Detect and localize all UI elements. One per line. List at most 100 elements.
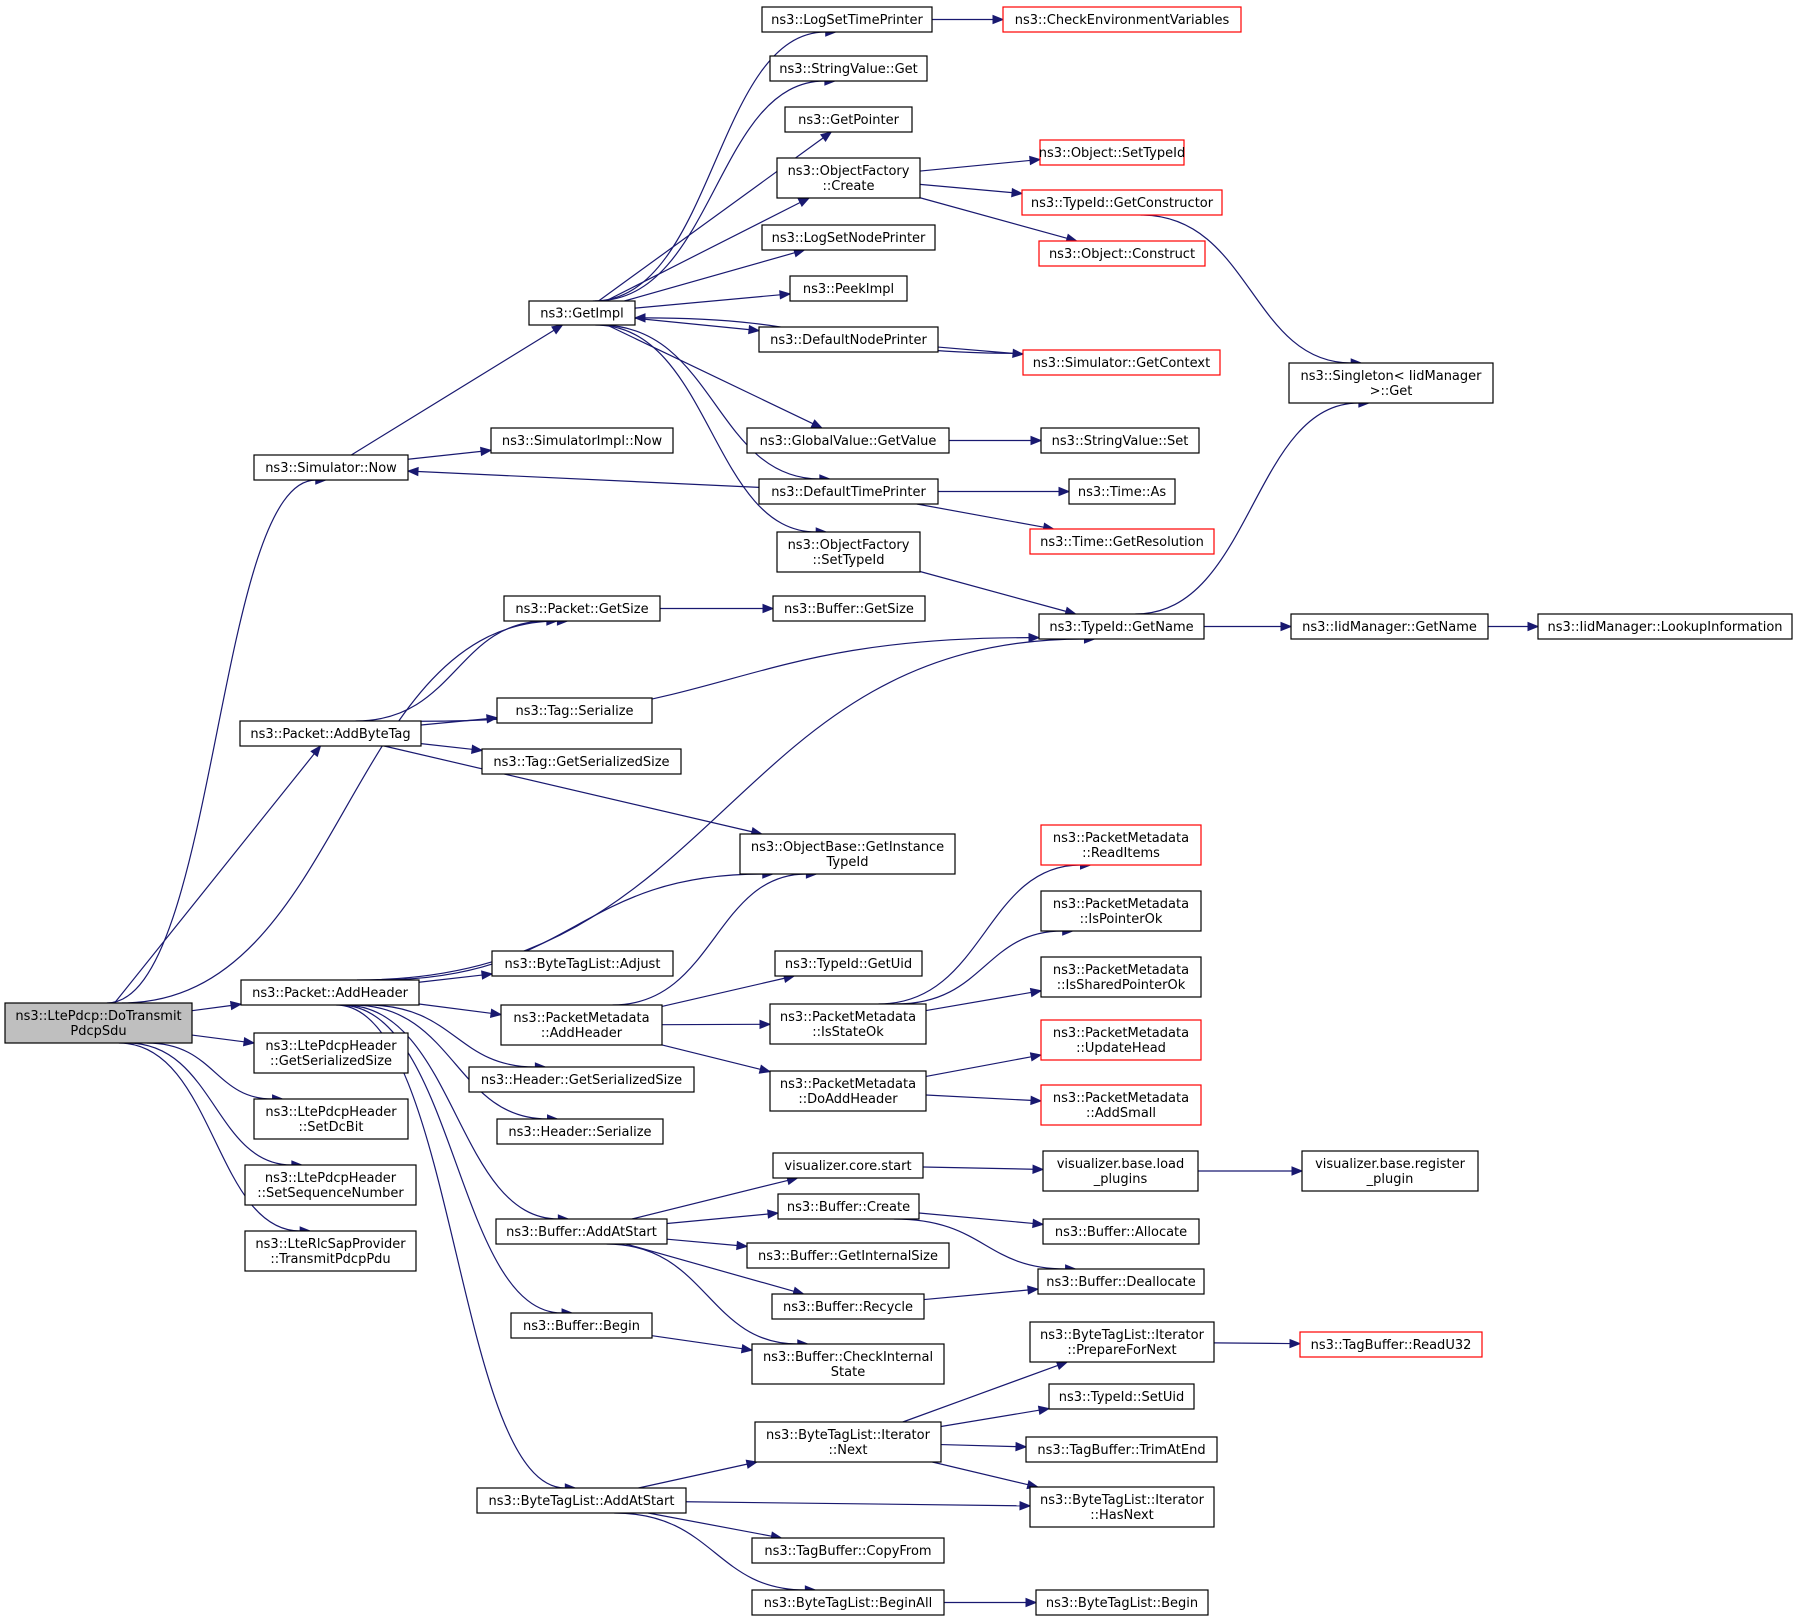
node-defnodeprinter[interactable]: ns3::DefaultNodePrinter <box>758 326 939 353</box>
node-logsetnode[interactable]: ns3::LogSetNodePrinter <box>761 224 936 251</box>
node-objsettypeid[interactable]: ns3::Object::SetTypeId <box>1039 139 1185 166</box>
node-label: ::HasNext <box>1090 1508 1154 1523</box>
node-iidgetname[interactable]: ns3::IidManager::GetName <box>1290 613 1489 640</box>
node-getimpl[interactable]: ns3::GetImpl <box>528 300 636 326</box>
node-simimplnow[interactable]: ns3::SimulatorImpl::Now <box>490 427 674 454</box>
node-gvgetvalue[interactable]: ns3::GlobalValue::GetValue <box>746 427 950 454</box>
edge-pmaddheader-to-typeidgetuid <box>661 973 796 1008</box>
node-pdcpsetdcbit[interactable]: ns3::LtePdcpHeader::SetDcBit <box>253 1098 409 1140</box>
node-bufgetsize[interactable]: ns3::Buffer::GetSize <box>772 595 926 622</box>
node-label: ns3::DefaultTimePrinter <box>771 485 926 500</box>
edge-typeidgetctor-to-singleton <box>1140 214 1363 368</box>
node-pmaddsmall[interactable]: ns3::PacketMetadata::AddSmall <box>1040 1084 1202 1126</box>
arrowhead-icon <box>1011 187 1024 198</box>
node-iidlookup[interactable]: ns3::IidManager::LookupInformation <box>1537 613 1793 640</box>
arrowhead-icon <box>736 1240 749 1251</box>
node-pmispointerok[interactable]: ns3::PacketMetadata::IsPointerOk <box>1040 890 1202 932</box>
node-btlbegin[interactable]: ns3::ByteTagList::Begin <box>1035 1589 1209 1616</box>
node-visbasereg[interactable]: visualizer.base.register_plugin <box>1301 1150 1479 1192</box>
node-btladjust[interactable]: ns3::ByteTagList::Adjust <box>491 950 674 977</box>
node-tagbuftrim[interactable]: ns3::TagBuffer::TrimAtEnd <box>1025 1436 1218 1463</box>
node-strvalset[interactable]: ns3::StringValue::Set <box>1040 427 1200 454</box>
node-typeidgetuid[interactable]: ns3::TypeId::GetUid <box>774 950 923 977</box>
node-btlbeginall[interactable]: ns3::ByteTagList::BeginAll <box>751 1589 945 1616</box>
node-timegetres[interactable]: ns3::Time::GetResolution <box>1029 528 1215 555</box>
node-bufaddatstart[interactable]: ns3::Buffer::AddAtStart <box>495 1218 668 1245</box>
node-tagbufcopy[interactable]: ns3::TagBuffer::CopyFrom <box>751 1537 945 1564</box>
node-pmisstateok[interactable]: ns3::PacketMetadata::IsStateOk <box>769 1003 927 1045</box>
node-checkenv[interactable]: ns3::CheckEnvironmentVariables <box>1002 6 1242 33</box>
edge-line <box>878 864 1081 1005</box>
node-label: ns3::IidManager::GetName <box>1302 620 1477 635</box>
node-simgetcontext[interactable]: ns3::Simulator::GetContext <box>1022 349 1221 376</box>
node-taggetsersize[interactable]: ns3::Tag::GetSerializedSize <box>481 748 682 775</box>
node-pdcpgetsersize[interactable]: ns3::LtePdcpHeader::GetSerializedSize <box>253 1032 409 1074</box>
node-btlitnext[interactable]: ns3::ByteTagList::Iterator::Next <box>754 1421 942 1463</box>
node-pmaddheader[interactable]: ns3::PacketMetadata::AddHeader <box>500 1004 663 1046</box>
node-deftimeprinter[interactable]: ns3::DefaultTimePrinter <box>758 478 939 505</box>
node-peekimpl[interactable]: ns3::PeekImpl <box>789 275 908 302</box>
node-label: ns3::TypeId::SetUid <box>1059 1390 1184 1405</box>
node-pdcpsetseq[interactable]: ns3::LtePdcpHeader::SetSequenceNumber <box>244 1164 417 1206</box>
node-label: ::Next <box>828 1443 867 1458</box>
node-singleton[interactable]: ns3::Singleton< IidManager>::Get <box>1288 362 1494 404</box>
node-box <box>244 1230 417 1272</box>
node-label: ns3::DefaultNodePrinter <box>770 333 927 348</box>
node-bufallocate[interactable]: ns3::Buffer::Allocate <box>1042 1218 1200 1245</box>
node-rlctransmit[interactable]: ns3::LteRlcSapProvider::TransmitPdcpPdu <box>244 1230 417 1272</box>
node-getpointer[interactable]: ns3::GetPointer <box>784 106 913 133</box>
edge-line <box>418 1003 492 1014</box>
edge-btladdatstart-to-btlitnext <box>638 1459 759 1489</box>
node-btladdatstart[interactable]: ns3::ByteTagList::AddAtStart <box>476 1487 687 1514</box>
node-typeidgetname[interactable]: ns3::TypeId::GetName <box>1038 613 1205 640</box>
node-bufrecycle[interactable]: ns3::Buffer::Recycle <box>771 1293 925 1320</box>
node-simnow[interactable]: ns3::Simulator::Now <box>253 454 409 481</box>
node-tagbufread[interactable]: ns3::TagBuffer::ReadU32 <box>1299 1331 1483 1358</box>
node-pktgetsize[interactable]: ns3::Packet::GetSize <box>503 595 661 622</box>
node-logsettime[interactable]: ns3::LogSetTimePrinter <box>761 6 933 33</box>
node-label: ns3::Buffer::GetInternalSize <box>758 1249 938 1264</box>
node-pmissharedptr[interactable]: ns3::PacketMetadata::IsSharedPointerOk <box>1040 956 1202 998</box>
node-bufcreate[interactable]: ns3::Buffer::Create <box>777 1193 920 1220</box>
arrowhead-icon <box>810 419 824 429</box>
edge-line <box>940 1443 1017 1448</box>
node-label: PdcpSdu <box>70 1024 126 1039</box>
node-label: ns3::ByteTagList::BeginAll <box>764 1596 932 1611</box>
node-objconstruct[interactable]: ns3::Object::Construct <box>1038 240 1206 267</box>
node-bufdeallocate[interactable]: ns3::Buffer::Deallocate <box>1037 1268 1205 1295</box>
edge-line <box>893 1218 1066 1270</box>
arrowhead-icon <box>1280 621 1293 632</box>
node-pktaddbytetag[interactable]: ns3::Packet::AddByteTag <box>239 720 422 747</box>
edge-deftimeprinter-to-timegetres <box>916 503 1055 532</box>
node-timeas[interactable]: ns3::Time::As <box>1068 478 1176 505</box>
node-label: ns3::Simulator::GetContext <box>1033 356 1210 371</box>
node-hdrgetsersize[interactable]: ns3::Header::GetSerializedSize <box>468 1066 695 1093</box>
node-bufbegin[interactable]: ns3::Buffer::Begin <box>510 1312 653 1339</box>
node-ofcreate[interactable]: ns3::ObjectFactory::Create <box>776 157 921 199</box>
node-box <box>1040 427 1200 454</box>
node-typeidsetuid[interactable]: ns3::TypeId::SetUid <box>1048 1383 1195 1410</box>
node-ofsettypeid[interactable]: ns3::ObjectFactory::SetTypeId <box>776 531 921 573</box>
node-viscorestart[interactable]: visualizer.core.start <box>772 1152 924 1179</box>
arrowhead-icon <box>1055 1361 1069 1371</box>
node-visbaseload[interactable]: visualizer.base.load_plugins <box>1042 1150 1199 1192</box>
node-bufgetinternal[interactable]: ns3::Buffer::GetInternalSize <box>746 1242 950 1269</box>
node-pktaddheader[interactable]: ns3::Packet::AddHeader <box>240 979 420 1006</box>
node-pmreaditems[interactable]: ns3::PacketMetadata::ReadItems <box>1040 824 1202 866</box>
node-tagserialize[interactable]: ns3::Tag::Serialize <box>496 697 653 724</box>
node-strvalget[interactable]: ns3::StringValue::Get <box>769 55 928 82</box>
edge-pktaddheader-to-btladjust <box>418 970 494 983</box>
node-hdrserialize[interactable]: ns3::Header::Serialize <box>496 1118 664 1145</box>
node-typeidgetctor[interactable]: ns3::TypeId::GetConstructor <box>1021 189 1223 216</box>
arrowhead-icon <box>1032 1218 1045 1229</box>
node-pmupdatehead[interactable]: ns3::PacketMetadata::UpdateHead <box>1040 1019 1202 1061</box>
node-label: ::TransmitPdcpPdu <box>270 1252 390 1267</box>
arrowhead-icon <box>740 1343 754 1354</box>
node-pmdoaddheader[interactable]: ns3::PacketMetadata::DoAddHeader <box>769 1070 927 1112</box>
node-btlitprepare[interactable]: ns3::ByteTagList::Iterator::PrepareForNe… <box>1029 1321 1215 1363</box>
node-btlithasnext[interactable]: ns3::ByteTagList::Iterator::HasNext <box>1029 1486 1215 1528</box>
node-box <box>739 833 956 875</box>
